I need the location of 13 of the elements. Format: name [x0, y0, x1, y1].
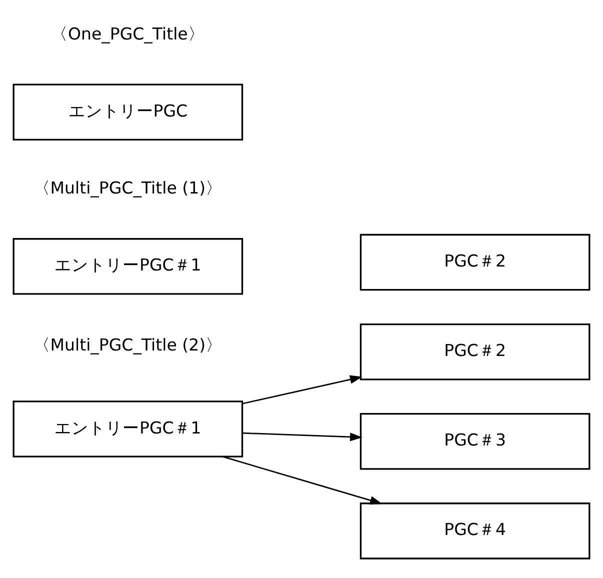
node-box: PGC＃3 — [360, 412, 590, 470]
label: 〈Multi_PGC_Title (2)〉 — [33, 335, 223, 354]
node-box: エントリーPGC＃1 — [12, 400, 244, 457]
arrow — [242, 432, 362, 441]
node-box: エントリーPGC＃1 — [12, 238, 244, 294]
node-box: PGC＃4 — [360, 502, 590, 559]
node-box: PGC＃2 — [360, 322, 590, 380]
arrow — [242, 374, 362, 404]
node-box: エントリーPGC — [12, 83, 244, 140]
arrow — [222, 455, 382, 504]
label: 〈One_PGC_Title〉 — [51, 24, 205, 43]
node-box: PGC＃2 — [360, 233, 590, 290]
label: 〈Multi_PGC_Title (1)〉 — [33, 178, 223, 198]
